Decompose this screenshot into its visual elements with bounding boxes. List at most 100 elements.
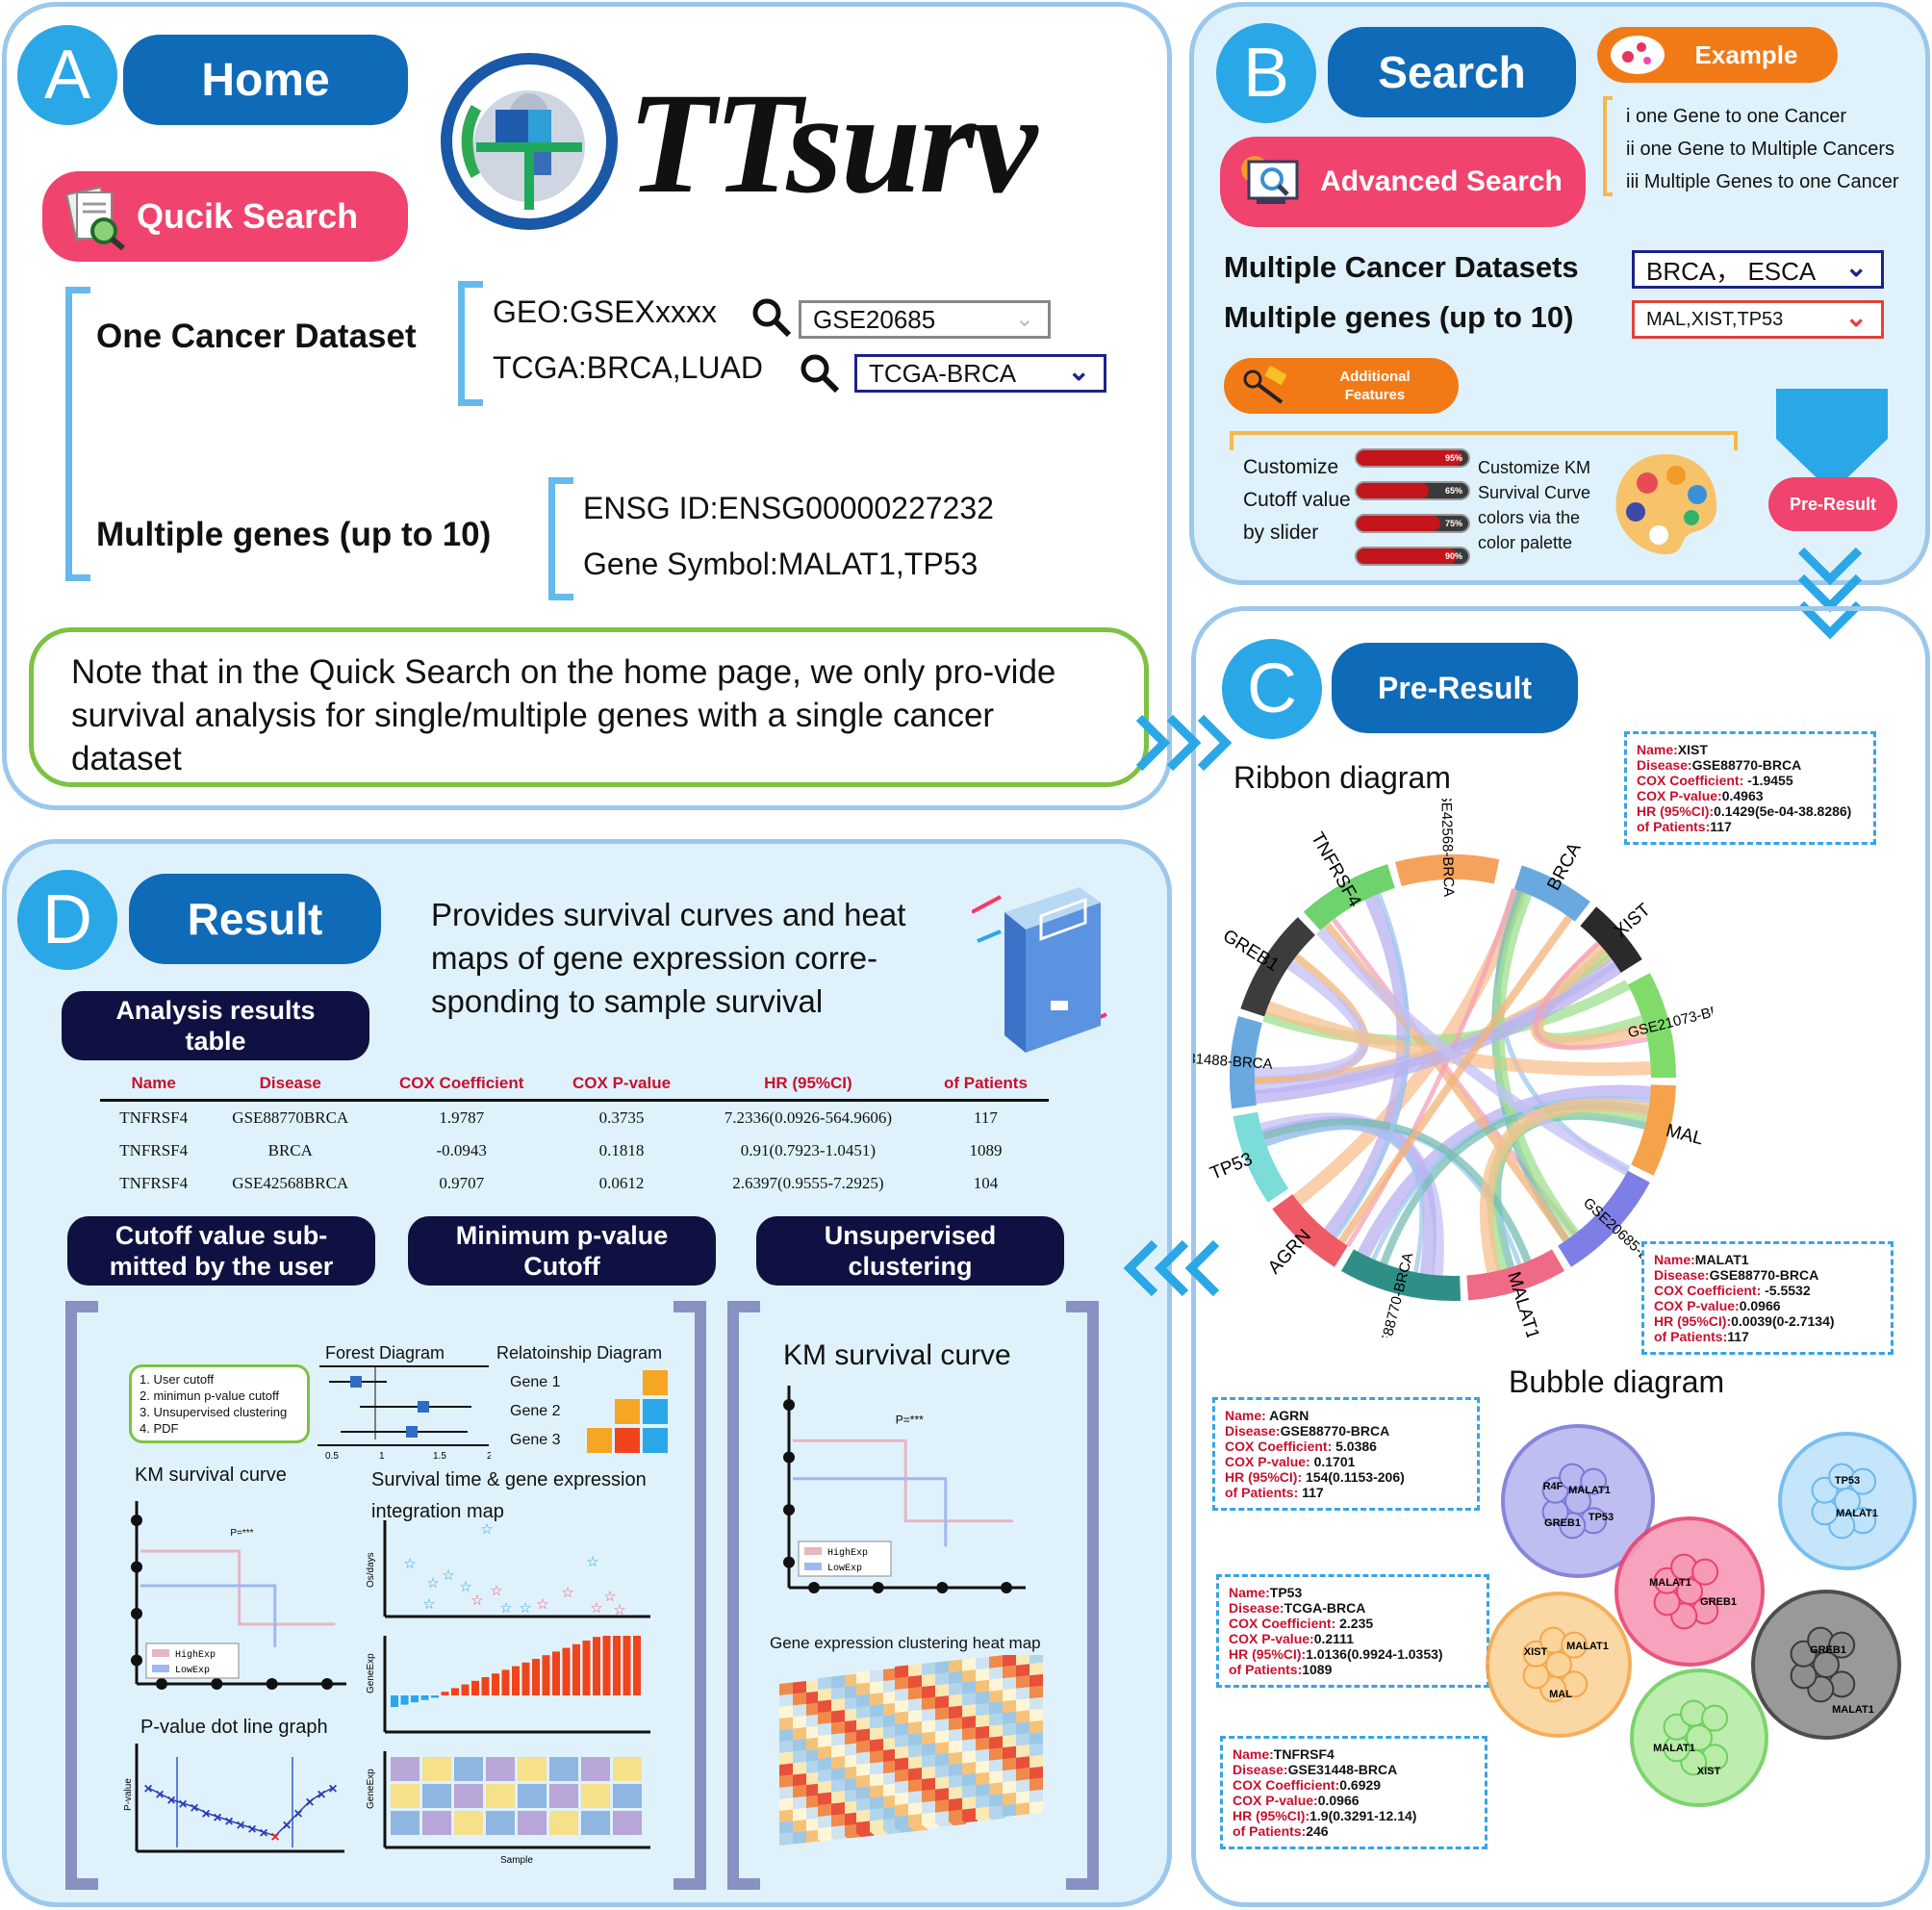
bracket — [727, 1301, 760, 1890]
ttsurv-logo-icon — [441, 53, 618, 230]
forest-title: Forest Diagram — [325, 1343, 445, 1362]
cancer-select[interactable]: BRCA， ESCA⌄ — [1632, 250, 1884, 289]
table-cell: TNFRSF4 — [119, 1174, 189, 1192]
heatmap-cell — [976, 1714, 989, 1728]
heatmap-cell — [818, 1699, 831, 1713]
heatmap-cell — [989, 1667, 1003, 1680]
heatmap-cell — [1030, 1766, 1043, 1780]
bracket — [548, 477, 573, 600]
search-icon[interactable] — [799, 352, 841, 395]
heatmap-cell — [845, 1812, 858, 1826]
example-label: Example — [1694, 39, 1798, 69]
pvalue-point: × — [236, 1818, 244, 1834]
heatmap-cell — [883, 1714, 897, 1728]
search-button[interactable]: Search — [1328, 27, 1576, 117]
expression-bar — [461, 1684, 470, 1695]
heatmap-cell — [845, 1685, 858, 1699]
heatmap-cell — [989, 1701, 1003, 1715]
info-key: of Patients: — [1229, 1662, 1303, 1677]
geo-label: GEO:GSEXxxxx — [493, 294, 717, 329]
quick-search-button[interactable]: Qucik Search — [42, 171, 408, 262]
info-row: Disease:GSE88770-BRCA — [1654, 1267, 1881, 1283]
heatmap-cell — [806, 1737, 820, 1751]
info-value: 5.0386 — [1332, 1439, 1377, 1454]
search-icon[interactable] — [750, 296, 793, 339]
heatmap-cell — [779, 1821, 793, 1834]
heatmap-cell — [1016, 1687, 1030, 1700]
expression-bar — [593, 1637, 600, 1695]
column-header: HR (95%CI) — [693, 1068, 923, 1102]
heatmap-cell — [962, 1773, 976, 1787]
slider-track[interactable]: 90% — [1355, 547, 1470, 566]
heatmap-cell — [818, 1757, 831, 1770]
info-value: 246 — [1306, 1823, 1329, 1839]
pvalue-point: × — [247, 1821, 256, 1838]
info-row: Disease:TCGA-BRCA — [1229, 1600, 1477, 1616]
heatmap-cell — [989, 1770, 1003, 1784]
heatmap-cell — [818, 1734, 831, 1747]
heatmap-cell — [962, 1808, 976, 1821]
heatmap-cell — [908, 1756, 922, 1770]
km-high-line — [140, 1549, 336, 1626]
heatmap-cell — [883, 1668, 897, 1682]
heatmap-cell — [1003, 1734, 1016, 1748]
palette-icon[interactable] — [1609, 448, 1722, 562]
heatmap-cell — [870, 1727, 883, 1741]
heatmap-cell — [845, 1777, 858, 1792]
heatmap-cell — [922, 1743, 935, 1757]
heatmap-cell — [883, 1783, 897, 1797]
pvalue-point: × — [259, 1825, 267, 1842]
pvalue-point: × — [224, 1814, 233, 1830]
slider-track[interactable]: 65% — [1355, 481, 1470, 500]
heatmap-cell — [845, 1708, 858, 1722]
km-x-tick — [936, 1582, 949, 1593]
heatmap-cell — [935, 1765, 949, 1778]
pre-result-button[interactable]: Pre-Result — [1768, 477, 1897, 531]
heat-cell — [486, 1784, 515, 1808]
ribbon-link — [1479, 1098, 1650, 1274]
heatmap-cell — [856, 1809, 870, 1822]
heatmap-cell — [831, 1825, 845, 1839]
pvalue-point: × — [305, 1795, 314, 1811]
heatmap-cell — [818, 1826, 831, 1840]
info-value: 117 — [1727, 1329, 1749, 1344]
slider-track[interactable]: 75% — [1355, 514, 1470, 533]
info-key: of Patients: — [1654, 1329, 1728, 1344]
advanced-search-button[interactable]: Advanced Search — [1220, 137, 1586, 227]
heatmap-cell — [949, 1809, 962, 1823]
km-x-tick — [1001, 1582, 1012, 1593]
slider-track[interactable]: 95% — [1355, 448, 1470, 468]
heatmap-cell — [806, 1829, 820, 1844]
heatmap-cell — [1003, 1676, 1016, 1691]
info-key: HR (95%CI): — [1225, 1469, 1303, 1485]
genes-select[interactable]: MAL,XIST,TP53⌄ — [1632, 300, 1884, 339]
bubble-label: MALAT1 — [1566, 1641, 1609, 1652]
heatmap-cell — [883, 1771, 897, 1786]
geo-select[interactable]: GSE20685⌄ — [799, 300, 1051, 339]
table-cell: 0.3735 — [598, 1108, 645, 1127]
table-cell: BRCA — [267, 1141, 313, 1159]
heatmap-cell — [976, 1691, 989, 1705]
info-value: 1089 — [1302, 1662, 1333, 1677]
example-button[interactable]: Example — [1597, 27, 1838, 83]
km-x-tick — [211, 1678, 223, 1690]
home-button[interactable]: Home — [123, 35, 408, 125]
heatmap-cell — [793, 1796, 806, 1810]
ribbon-segment — [1230, 1016, 1262, 1109]
tcga-select[interactable]: TCGA-BRCA⌄ — [854, 354, 1106, 393]
heatmap-cell — [883, 1737, 897, 1751]
heatmap-cell — [806, 1771, 820, 1786]
heatmap-cell — [962, 1704, 976, 1718]
heatmap-cell — [976, 1656, 989, 1670]
info-row: COX Coefficient: 5.0386 — [1225, 1439, 1467, 1454]
heat-cell — [581, 1784, 610, 1808]
scatter-star: ☆ — [613, 1602, 625, 1618]
heat-cell — [422, 1811, 451, 1835]
info-row: of Patients:246 — [1233, 1823, 1475, 1839]
one-dataset-label: One Cancer Dataset — [96, 318, 417, 355]
axis-label: GeneExp — [366, 1769, 376, 1809]
